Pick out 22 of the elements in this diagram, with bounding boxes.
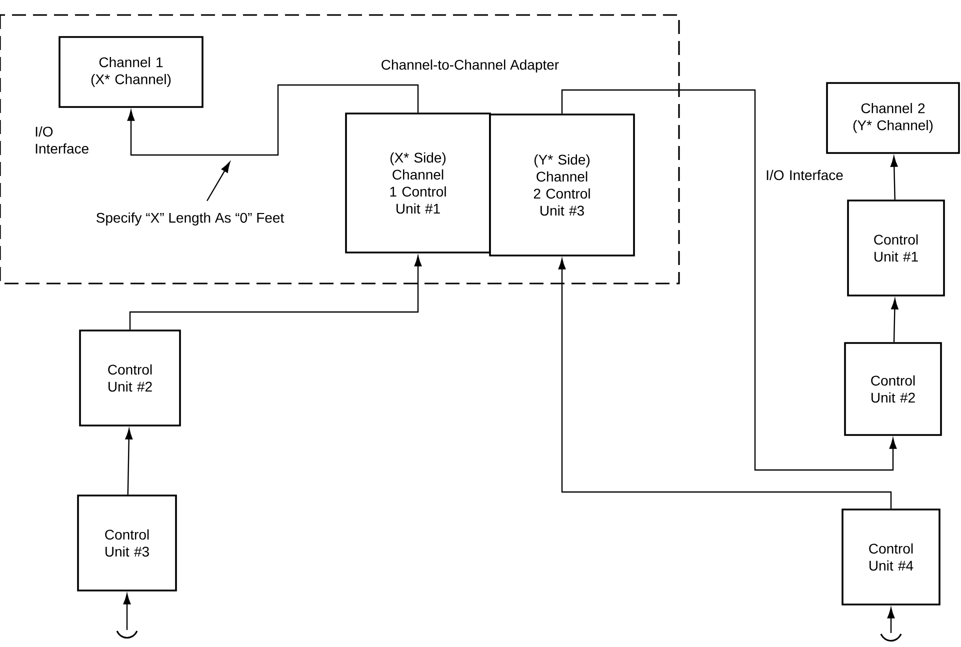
connector: [125, 428, 133, 495]
unit-box: (X* Side) Channel 1 Control Unit #1: [345, 112, 491, 254]
unit-box: Control Unit #1: [847, 200, 945, 296]
interface-label: I/O Interface: [36, 126, 88, 154]
unit-box: Control Unit #4: [842, 508, 940, 606]
connector: [129, 256, 422, 330]
unit-box: Channel 1 (X* Channel): [58, 36, 204, 108]
connector: [891, 298, 898, 342]
connector: [558, 258, 892, 509]
connector: [123, 594, 131, 630]
connector: [561, 89, 897, 471]
note-text: Specify “X” Length As “0” Feet: [96, 212, 284, 226]
connector: [127, 84, 419, 156]
leader-line: [206, 162, 230, 202]
unit-box: Control Unit #2: [844, 342, 942, 436]
unit-box: (Y* Side) Channel 2 Control Unit #3: [489, 114, 635, 256]
unit-box: Control Unit #3: [77, 494, 177, 592]
interface-label: I/O Interface: [766, 170, 843, 180]
unit-box: Control Unit #2: [79, 330, 181, 426]
unit-box: Channel 2 (Y* Channel): [826, 82, 960, 154]
connector: [890, 156, 898, 200]
connector: [887, 608, 895, 633]
